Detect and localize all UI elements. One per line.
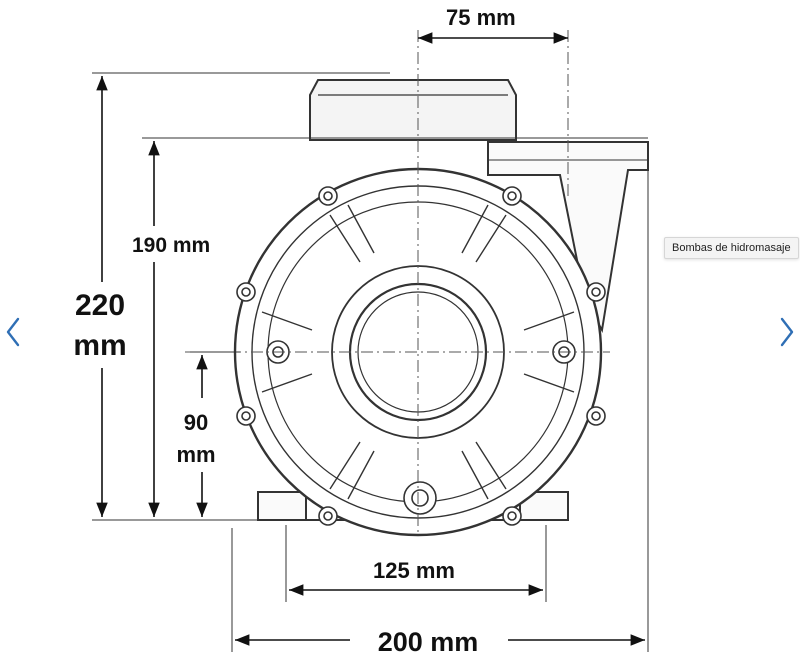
dimension-label-220-value: 220 xyxy=(75,289,125,322)
next-image-button[interactable] xyxy=(774,312,800,352)
center-lines xyxy=(185,30,610,535)
dimension-label-190: 190 mm xyxy=(132,234,210,257)
extension-lines xyxy=(92,72,649,652)
dimension-label-220-unit: mm xyxy=(73,329,126,362)
dimension-lines xyxy=(96,32,645,646)
previous-image-button[interactable] xyxy=(0,312,26,352)
dimension-label-75: 75 mm xyxy=(446,5,516,30)
dimension-label-200: 200 mm xyxy=(378,627,479,657)
dimension-label-125: 125 mm xyxy=(373,558,455,583)
image-tooltip: Bombas de hidromasaje xyxy=(664,237,799,259)
pump-outline xyxy=(233,79,649,537)
bolt-holes xyxy=(236,186,606,526)
dimension-label-90-value: 90 xyxy=(184,410,208,435)
chevron-left-icon xyxy=(6,317,20,347)
chevron-right-icon xyxy=(780,317,794,347)
dimension-label-90-unit: mm xyxy=(176,442,215,467)
